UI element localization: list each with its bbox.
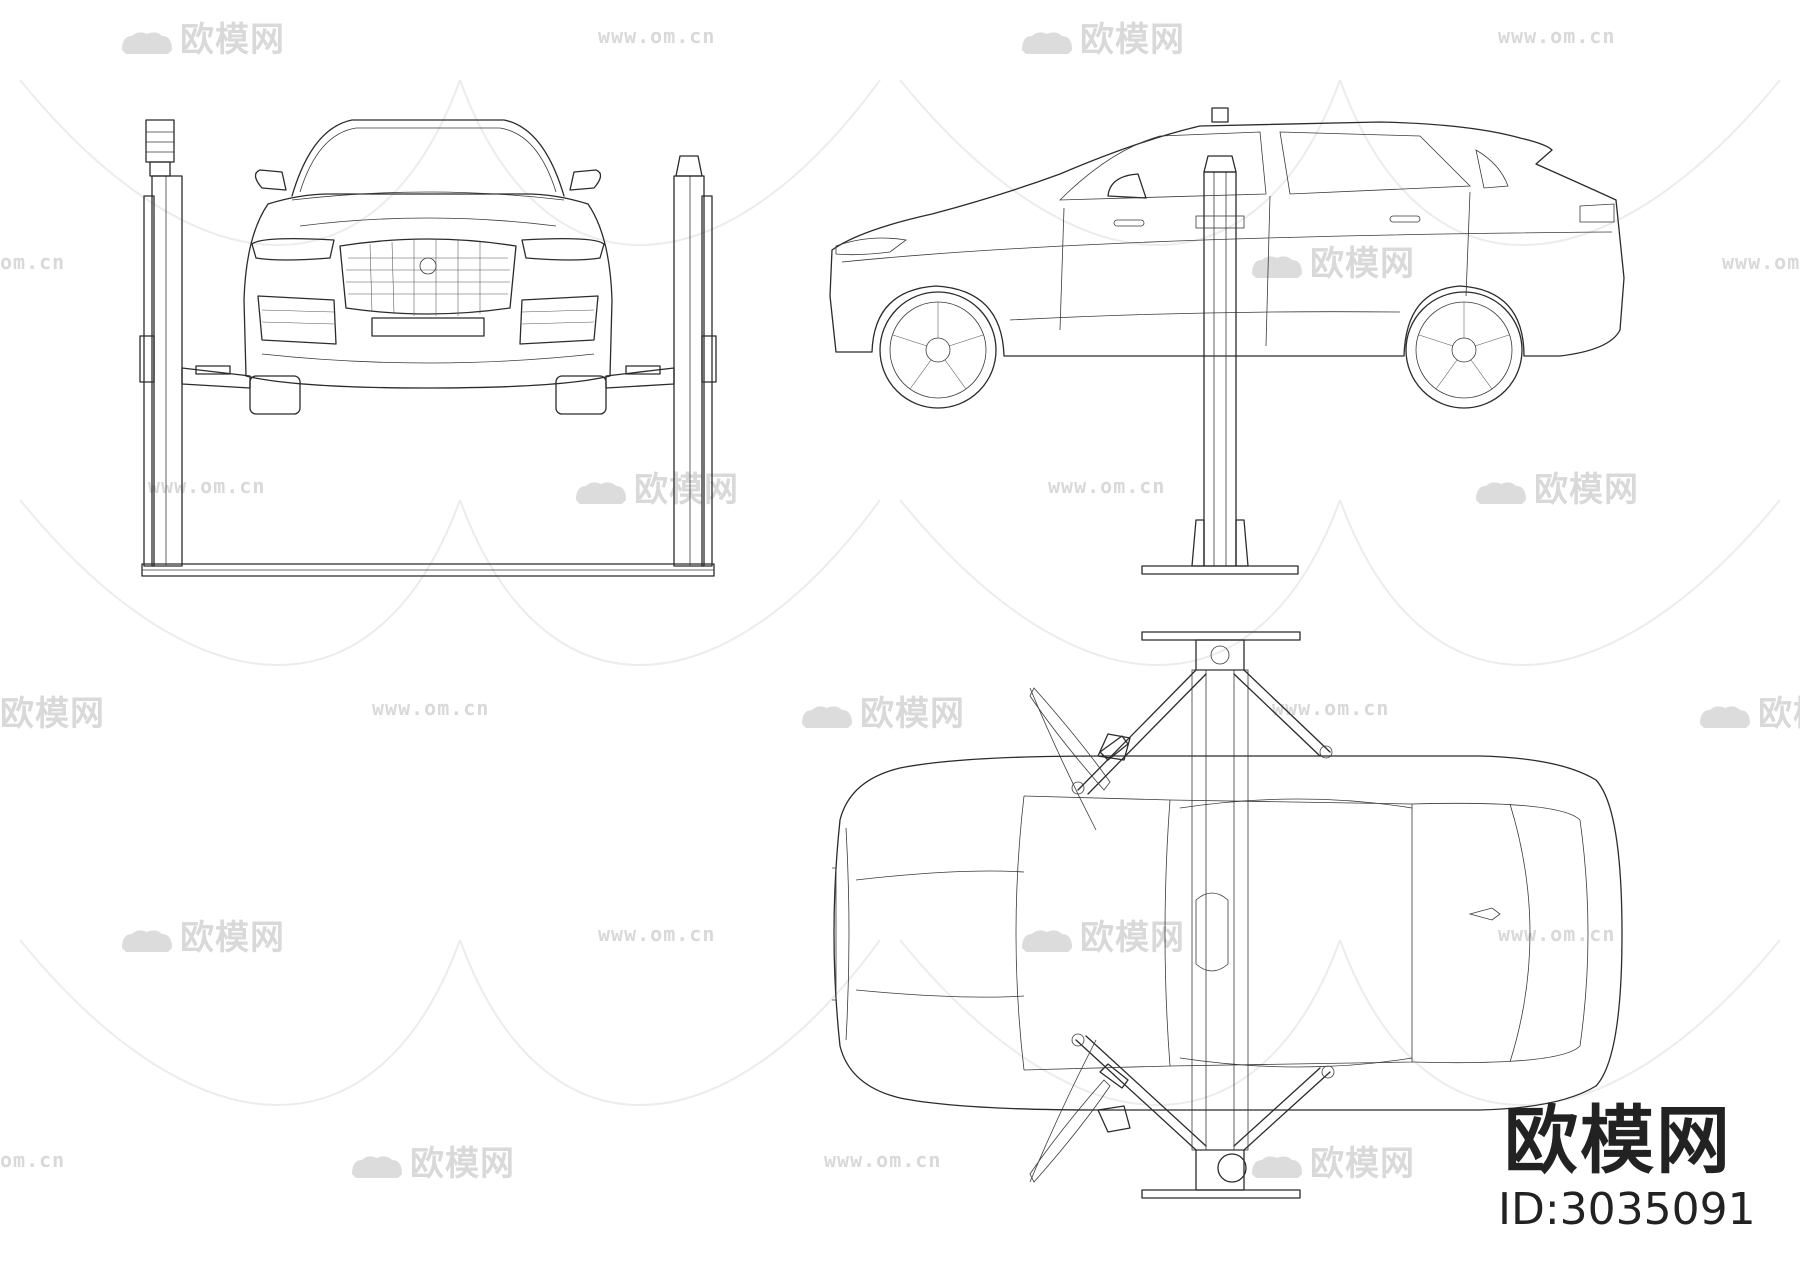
- sofa-logo-icon: [1018, 27, 1076, 57]
- watermark-brand: 欧模网: [1248, 1136, 1415, 1185]
- watermark-url: www.om.cn: [824, 1148, 942, 1172]
- watermark-brand: 欧模网: [348, 1136, 515, 1185]
- sofa-logo-icon: [118, 925, 176, 955]
- watermark-url: www.om.cn: [598, 24, 716, 48]
- watermark-brand: 欧模网: [572, 462, 739, 511]
- brand-name: 欧模网: [1504, 1097, 1732, 1184]
- sofa-logo-icon: [572, 477, 630, 507]
- watermark-brand-partial: 欧模网: [0, 694, 105, 734]
- sofa-logo-icon: [1248, 1151, 1306, 1181]
- top-view-car: [832, 733, 1623, 1133]
- watermark-url: www.om.cn: [1498, 922, 1616, 946]
- front-view-lift: [139, 119, 717, 577]
- watermark-url: www.om.cn: [372, 696, 490, 720]
- watermark-url-short: om.cn: [0, 250, 66, 274]
- front-view-car: [243, 119, 613, 415]
- model-id: ID:3035091: [1498, 1183, 1756, 1235]
- watermark-url: www.om.cn: [1048, 474, 1166, 498]
- brand-stamp: 欧模网 ID:3035091: [1498, 1097, 1756, 1235]
- sofa-logo-icon: [348, 1151, 406, 1181]
- sofa-logo-icon: [1696, 701, 1754, 731]
- watermark-brand: 欧模网: [1018, 910, 1185, 959]
- sofa-logo-icon: [118, 27, 176, 57]
- side-view-car: [829, 121, 1625, 409]
- watermark-brand: 欧模网: [1018, 12, 1185, 61]
- sofa-logo-icon: [1472, 477, 1530, 507]
- watermark-brand: 欧模网: [1696, 686, 1800, 735]
- watermark-brand: 欧模网: [1248, 236, 1415, 285]
- sofa-logo-icon: [1018, 925, 1076, 955]
- watermark-brand: 欧模网: [798, 686, 965, 735]
- watermark-brand: 欧模网: [118, 910, 285, 959]
- watermark-url: www.om.cn: [1722, 250, 1800, 274]
- side-view-lift: [1141, 107, 1299, 575]
- watermark-url: www.om.cn: [148, 474, 266, 498]
- watermark-brand: 欧模网: [1472, 462, 1639, 511]
- sofa-logo-icon: [798, 701, 856, 731]
- watermark-brand: 欧模网: [118, 12, 285, 61]
- watermark-url: www.om.cn: [1498, 24, 1616, 48]
- sofa-logo-icon: [1248, 251, 1306, 281]
- top-view-lift: [1029, 631, 1335, 1199]
- watermark-url-short: om.cn: [0, 1148, 66, 1172]
- watermark-url: www.om.cn: [598, 922, 716, 946]
